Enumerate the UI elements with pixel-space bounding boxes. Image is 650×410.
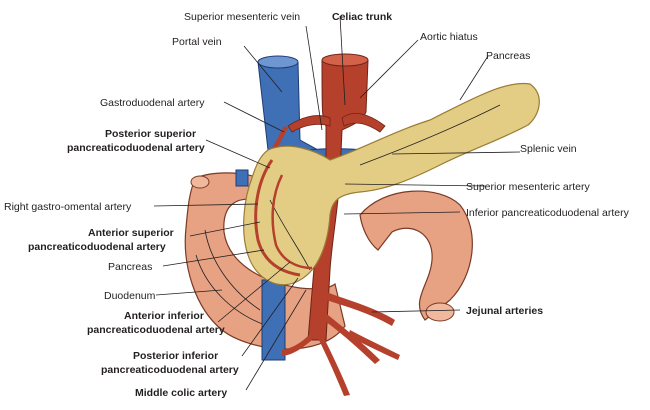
label-posterior-superior-2: pancreaticoduodenal artery	[67, 142, 205, 154]
label-aortic-hiatus: Aortic hiatus	[420, 31, 478, 43]
label-splenic-vein: Splenic vein	[520, 143, 577, 155]
label-anterior-superior-1: Anterior superior	[88, 227, 174, 239]
label-pancreas-left: Pancreas	[108, 261, 152, 273]
label-pancreas-top: Pancreas	[486, 50, 530, 62]
label-anterior-superior-2: pancreaticoduodenal artery	[28, 241, 166, 253]
label-jejunal-arteries: Jejunal arteries	[466, 305, 543, 317]
label-superior-mesenteric-vein: Superior mesenteric vein	[184, 11, 300, 23]
label-gastroduodenal-artery: Gastroduodenal artery	[100, 97, 205, 109]
label-anterior-inferior-2: pancreaticoduodenal artery	[87, 324, 225, 336]
arteries	[266, 53, 400, 396]
label-posterior-inferior-2: pancreaticoduodenal artery	[101, 364, 239, 376]
jejunum-loop	[359, 190, 473, 322]
label-anterior-inferior-1: Anterior inferior	[124, 310, 204, 322]
label-inferior-pancreaticoduodenal-artery: Inferior pancreaticoduodenal artery	[466, 207, 630, 219]
leader-lines	[153, 15, 521, 391]
label-middle-colic-artery: Middle colic artery	[135, 387, 227, 399]
label-posterior-inferior-1: Posterior inferior	[133, 350, 218, 362]
label-celiac-trunk: Celiac trunk	[332, 11, 392, 23]
labels: Superior mesenteric vein Celiac trunk Po…	[4, 11, 630, 399]
label-duodenum: Duodenum	[104, 290, 156, 302]
pancreas	[243, 82, 540, 286]
label-posterior-superior-1: Posterior superior	[105, 128, 196, 140]
label-right-gastro-omental-artery: Right gastro-omental artery	[4, 201, 132, 213]
label-superior-mesenteric-artery: Superior mesenteric artery	[466, 181, 590, 193]
label-portal-vein: Portal vein	[172, 36, 222, 48]
